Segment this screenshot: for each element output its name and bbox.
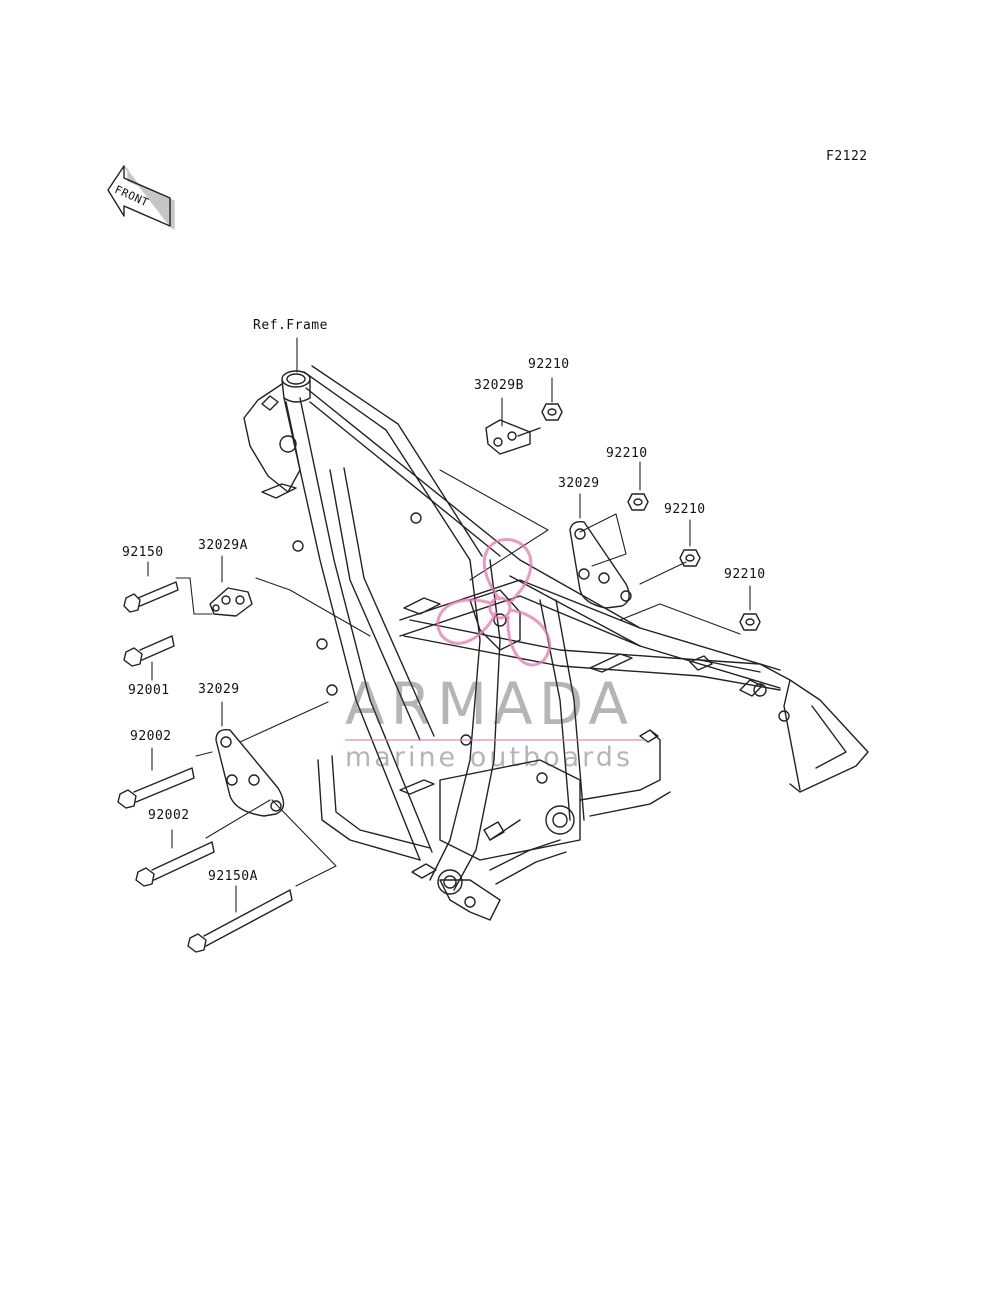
label-92210-b: 92210 [606, 446, 648, 461]
front-arrow-icon [107, 165, 175, 230]
propeller-icon [436, 538, 551, 667]
label-32029A: 32029A [198, 538, 248, 553]
part-32029B-bracket [485, 419, 541, 455]
watermark-subtitle: marine outboards [345, 742, 634, 773]
label-92210-a: 92210 [528, 357, 570, 372]
figure-code: F2122 [826, 149, 868, 164]
ref-frame-label: Ref.Frame [253, 318, 328, 333]
part-92002-bolt-a [117, 767, 195, 809]
label-92210-c: 92210 [664, 502, 706, 517]
label-92002-a: 92002 [130, 729, 172, 744]
motorcycle-frame [243, 365, 869, 921]
part-32029-left-plate [215, 729, 285, 817]
part-92150-bolt [123, 581, 179, 613]
leader-lines [147, 337, 751, 913]
part-92210-nut-d [739, 613, 761, 631]
part-32029-right-plate [569, 520, 632, 609]
label-92002-b: 92002 [148, 808, 190, 823]
label-92150: 92150 [122, 545, 164, 560]
watermark-divider [345, 739, 645, 741]
label-92210-d: 92210 [724, 567, 766, 582]
watermark-title: ARMADA [345, 670, 635, 738]
label-92001: 92001 [128, 683, 170, 698]
part-32029A-bracket [209, 587, 253, 617]
part-92001-bolt [123, 635, 175, 667]
part-92150A-bolt [187, 889, 293, 953]
label-32029-right: 32029 [558, 476, 600, 491]
label-32029B: 32029B [474, 378, 524, 393]
part-92002-bolt-b [135, 841, 215, 887]
label-92150A: 92150A [208, 869, 258, 884]
label-32029-left: 32029 [198, 682, 240, 697]
part-92210-nut-c [679, 549, 701, 567]
part-92210-nut-a [541, 403, 563, 421]
part-92210-nut-b [627, 493, 649, 511]
